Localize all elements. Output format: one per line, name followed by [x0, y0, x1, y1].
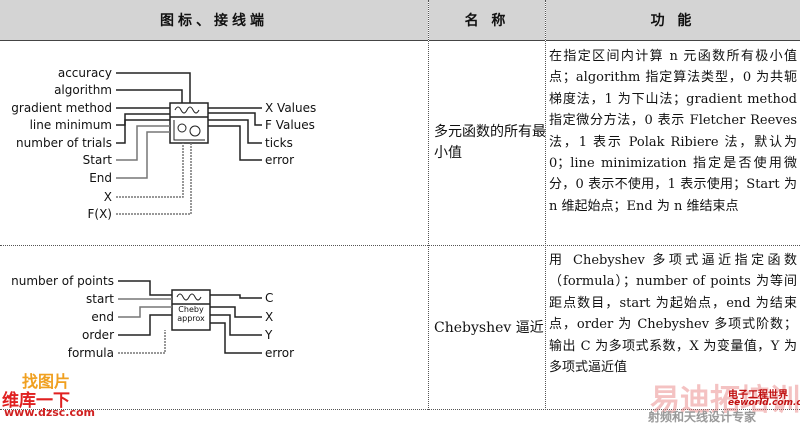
watermark-right-brand: 电子工程世界	[728, 390, 788, 401]
output-error: error	[265, 346, 295, 360]
output-error: error	[265, 153, 295, 167]
function-table: 图标、接线端 名 称 功 能	[0, 0, 800, 410]
wiring-lines	[116, 72, 262, 215]
wiring-lines	[118, 280, 262, 354]
output-c: C	[265, 291, 274, 305]
watermark-left-mid: 维库一下	[2, 391, 70, 411]
input-gradient-method: gradient method	[11, 101, 112, 115]
output-x-values: X Values	[265, 101, 317, 115]
input-line-minimum: line minimum	[29, 118, 112, 132]
watermark-right-slogan: 射频和天线设计专家	[648, 410, 757, 424]
input-end: end	[91, 310, 114, 324]
row2-function: 用 Chebyshev 多项式逼近指定函数（formula）；number of…	[549, 253, 797, 376]
watermark-right-big: 易迪拓培训	[650, 383, 800, 418]
row1-function: 在指定区间内计算 n 元函数所有极小值点；algorithm 指定算法类型，0 …	[549, 49, 797, 214]
output-f-values: F Values	[265, 118, 315, 132]
watermark-left-top: 找图片	[22, 372, 71, 391]
input-end: End	[89, 171, 112, 185]
input-fx: F(X)	[87, 207, 113, 221]
watermark-left-url: www.dzsc.com	[4, 406, 96, 419]
input-order: order	[82, 328, 114, 342]
input-start: start	[86, 292, 114, 306]
watermark-right-url: eeworld.com.cn	[728, 398, 800, 408]
input-number-of-trials: number of trials	[16, 136, 112, 150]
output-x: X	[265, 310, 274, 324]
column-divider	[545, 0, 547, 410]
input-accuracy: accuracy	[57, 66, 112, 80]
header-function: 功 能	[546, 0, 800, 41]
input-start: Start	[82, 153, 112, 167]
row-divider	[0, 245, 800, 246]
row1-name: 多元函数的所有最小值	[434, 124, 546, 161]
row-divider	[0, 409, 800, 410]
cheby-icon-text: Cheby approx	[177, 305, 205, 323]
output-y: Y	[265, 328, 273, 342]
input-number-of-points: number of points	[11, 274, 114, 288]
output-ticks: ticks	[265, 136, 293, 150]
input-formula: formula	[67, 346, 114, 360]
header-icon-terminals: 图标、接线端	[0, 0, 428, 41]
row2-name: Chebyshev 逼近	[434, 320, 544, 336]
input-x: X	[103, 190, 112, 204]
input-algorithm: algorithm	[54, 83, 112, 97]
column-divider	[428, 0, 430, 410]
header-name: 名 称	[429, 0, 545, 41]
